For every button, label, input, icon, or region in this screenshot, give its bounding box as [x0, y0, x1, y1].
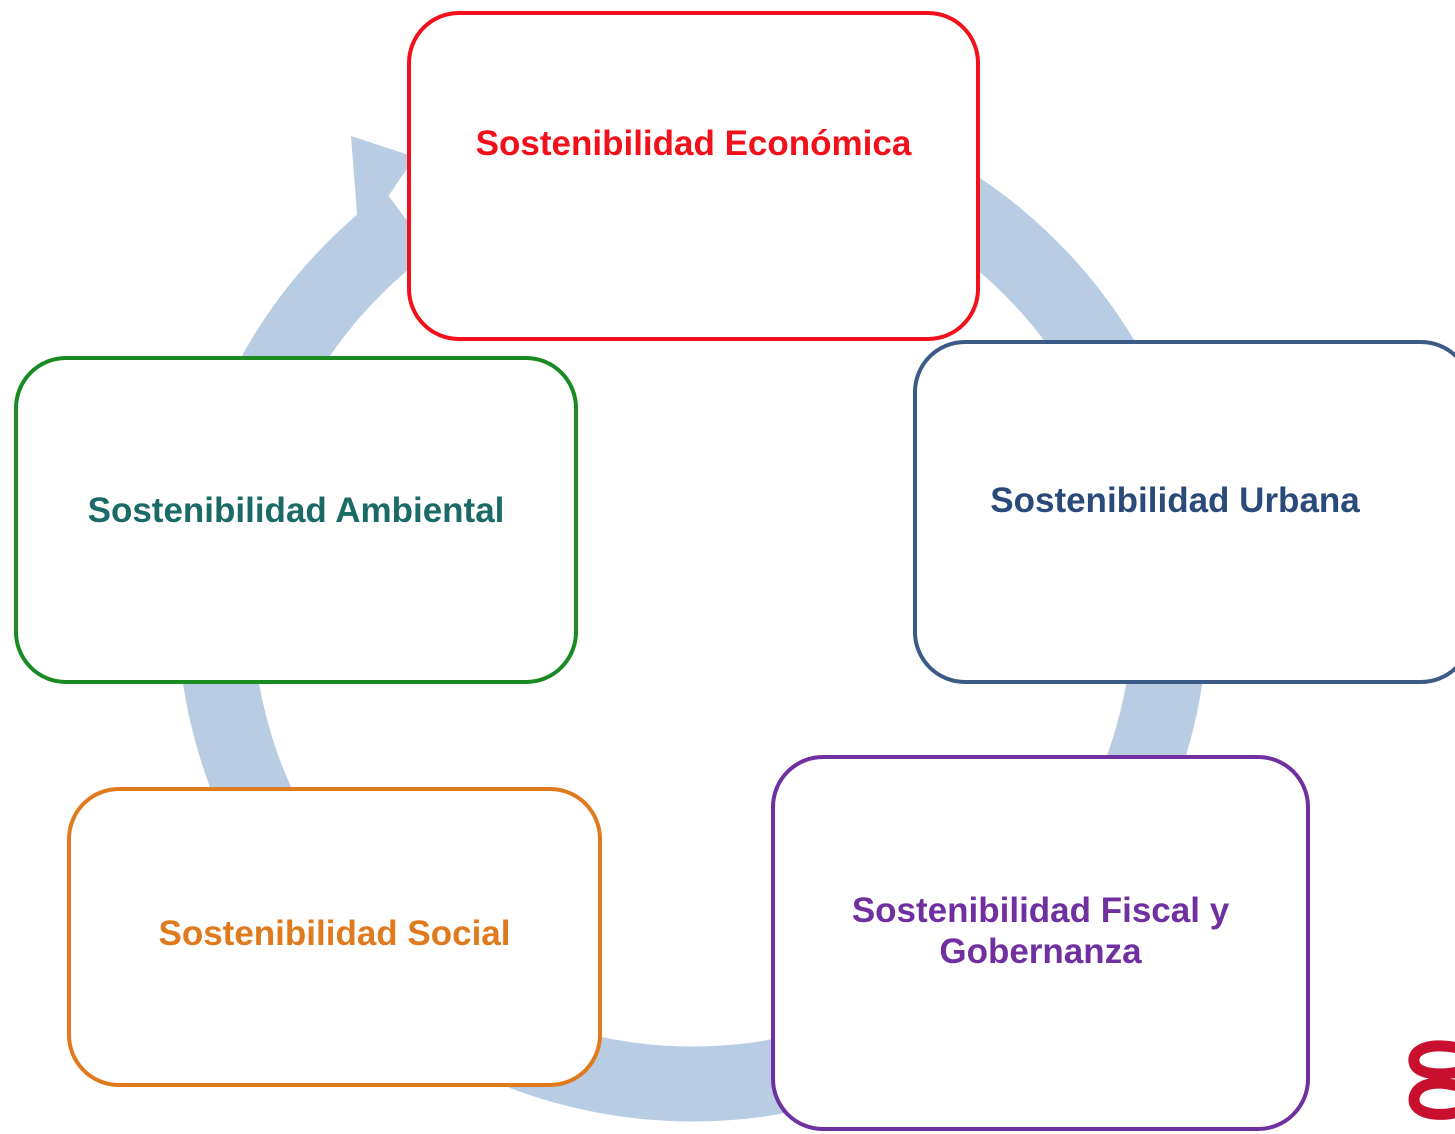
partial-logo-icon [1408, 1040, 1455, 1120]
node-sostenibilidad-social: Sostenibilidad Social [67, 787, 602, 1087]
node-label-fiscal: Sostenibilidad Fiscal y Gobernanza [851, 890, 1230, 971]
cycle-arrow-head [351, 136, 415, 239]
node-label-urbana: Sostenibilidad Urbana [990, 481, 1360, 521]
node-sostenibilidad-economica: Sostenibilidad Económica [407, 11, 980, 341]
node-sostenibilidad-urbana: Sostenibilidad Urbana [913, 340, 1455, 684]
node-sostenibilidad-fiscal-gobernanza: Sostenibilidad Fiscal y Gobernanza [771, 755, 1310, 1131]
node-label-social: Sostenibilidad Social [158, 914, 511, 954]
node-label-ambiental: Sostenibilidad Ambiental [87, 490, 505, 530]
node-label-economica: Sostenibilidad Económica [475, 124, 912, 164]
node-sostenibilidad-ambiental: Sostenibilidad Ambiental [14, 356, 578, 684]
